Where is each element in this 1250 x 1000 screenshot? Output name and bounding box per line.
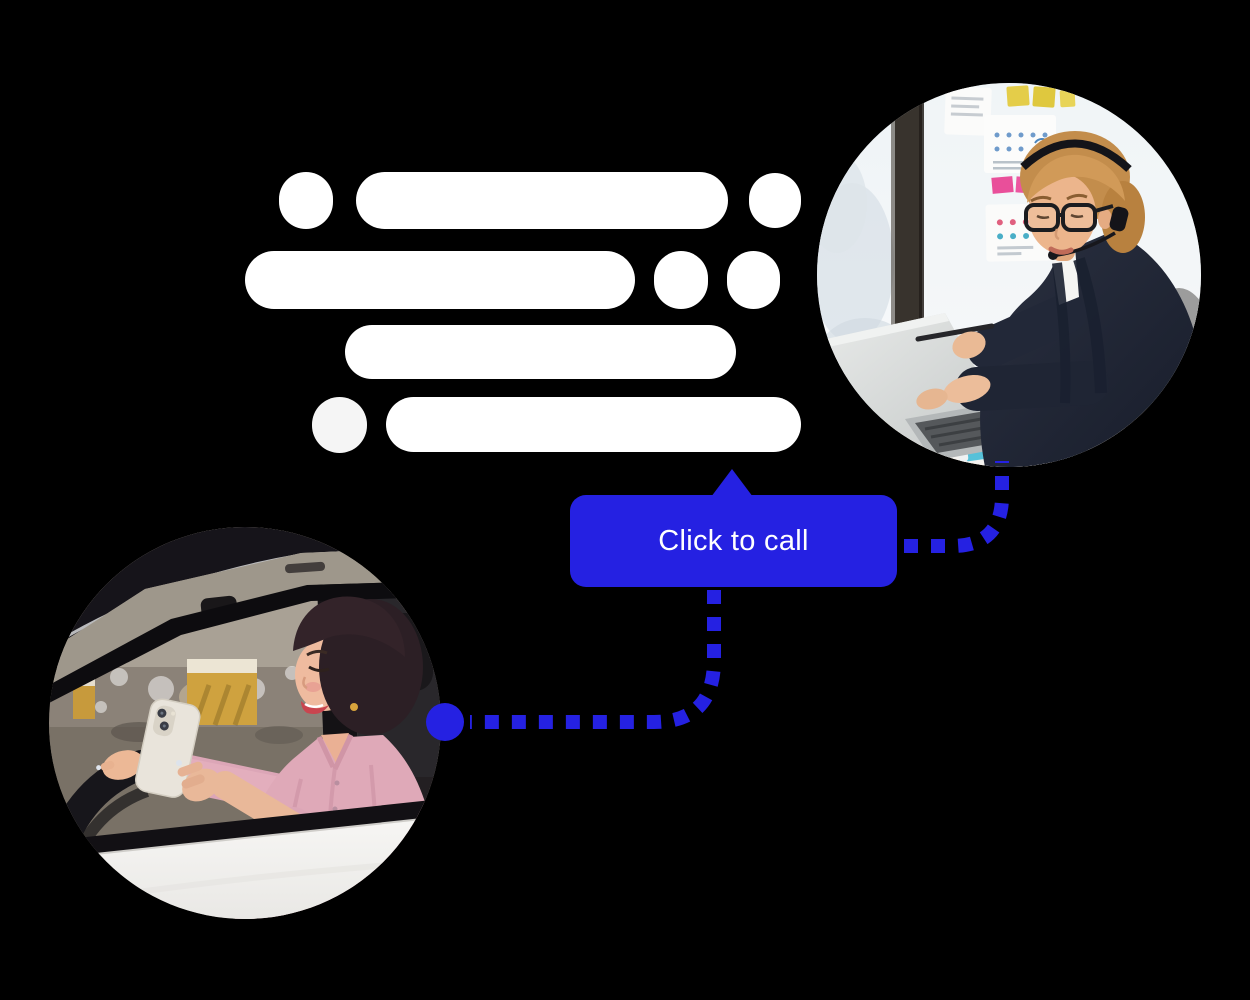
skeleton-bar bbox=[245, 251, 635, 309]
driver-photo-circle bbox=[49, 527, 441, 919]
skeleton-bar bbox=[356, 172, 728, 229]
driver-photo-illustration bbox=[49, 527, 441, 919]
agent-photo-illustration bbox=[817, 83, 1201, 467]
skeleton-bar bbox=[345, 325, 736, 379]
skeleton-bar bbox=[386, 397, 801, 452]
click-to-call-button[interactable]: Click to call bbox=[570, 469, 897, 587]
agent-photo-circle bbox=[817, 83, 1201, 467]
connector-dotted-line-to-driver bbox=[470, 590, 721, 729]
skeleton-dot bbox=[279, 172, 333, 229]
click-to-call-label: Click to call bbox=[658, 524, 809, 557]
skeleton-dot bbox=[312, 397, 367, 453]
skeleton-dot bbox=[727, 251, 780, 309]
skeleton-dot bbox=[654, 251, 708, 309]
skeleton-dot bbox=[749, 173, 801, 228]
connector-dotted-line-to-agent bbox=[904, 461, 1009, 553]
